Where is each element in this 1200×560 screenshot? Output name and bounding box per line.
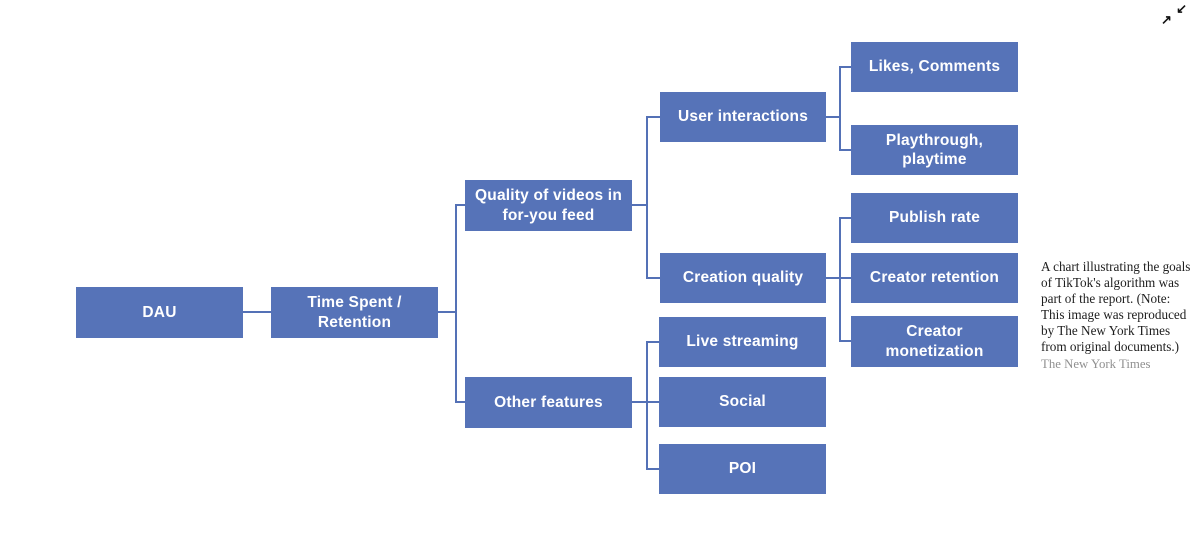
node-label: Publish rate [888, 209, 981, 227]
collapse-button[interactable]: ↙ ↗ [1160, 1, 1188, 27]
node-user-interactions: User interactions [660, 92, 826, 142]
connector-line [632, 204, 648, 206]
connector-line [647, 277, 660, 279]
collapse-arrow-ne-icon: ↗ [1161, 12, 1172, 27]
connector-line [840, 340, 851, 342]
connector-line [647, 341, 659, 343]
connector-line [840, 66, 851, 68]
connector-line [646, 341, 648, 470]
collapse-arrow-sw-icon: ↙ [1176, 1, 1187, 16]
node-likes-comments: Likes, Comments [851, 42, 1018, 92]
node-label: User interactions [677, 108, 809, 126]
node-label: POI [728, 460, 757, 478]
connector-line [243, 311, 271, 313]
connector-line [826, 277, 840, 279]
node-poi: POI [659, 444, 826, 494]
node-label: Time Spent / Retention [307, 294, 402, 331]
connector-line [840, 277, 851, 279]
node-creator-monetization: Creator monetization [851, 316, 1018, 367]
node-label: Playthrough, playtime [885, 131, 984, 168]
connector-line [839, 217, 841, 342]
node-live-streaming: Live streaming [659, 317, 826, 367]
connector-line [840, 149, 851, 151]
caption-credit: The New York Times [1041, 357, 1151, 371]
connector-line [632, 401, 648, 403]
node-label: DAU [142, 303, 177, 321]
node-dau: DAU [76, 287, 243, 338]
connector-line [826, 116, 840, 118]
image-caption: A chart illustrating the goals of TikTok… [1041, 259, 1195, 372]
node-label: Live streaming [686, 333, 799, 351]
node-label: Creator retention [869, 269, 1000, 287]
node-label: Other features [494, 393, 603, 411]
connector-line [455, 204, 457, 403]
node-creator-retention: Creator retention [851, 253, 1018, 303]
caption-text: A chart illustrating the goals of TikTok… [1041, 259, 1191, 354]
connector-line [646, 116, 648, 279]
connector-line [647, 468, 659, 470]
node-label: Creation quality [682, 269, 804, 287]
connector-line [647, 116, 660, 118]
node-playthrough-playtime: Playthrough, playtime [851, 125, 1018, 175]
node-publish-rate: Publish rate [851, 193, 1018, 243]
connector-line [839, 66, 841, 151]
node-label: Likes, Comments [868, 58, 1001, 76]
node-creation-quality: Creation quality [660, 253, 826, 303]
node-label: Social [719, 393, 766, 411]
node-time-spent-retention: Time Spent / Retention [271, 287, 438, 338]
node-label: Creator monetization [885, 323, 984, 360]
node-quality-of-videos: Quality of videos in for-you feed [465, 180, 632, 231]
connector-line [438, 311, 456, 313]
connector-line [456, 204, 465, 206]
node-social: Social [659, 377, 826, 427]
connector-line [840, 217, 851, 219]
node-label: Quality of videos in for-you feed [475, 187, 622, 224]
node-other-features: Other features [465, 377, 632, 428]
connector-line [456, 401, 465, 403]
connector-line [647, 401, 659, 403]
